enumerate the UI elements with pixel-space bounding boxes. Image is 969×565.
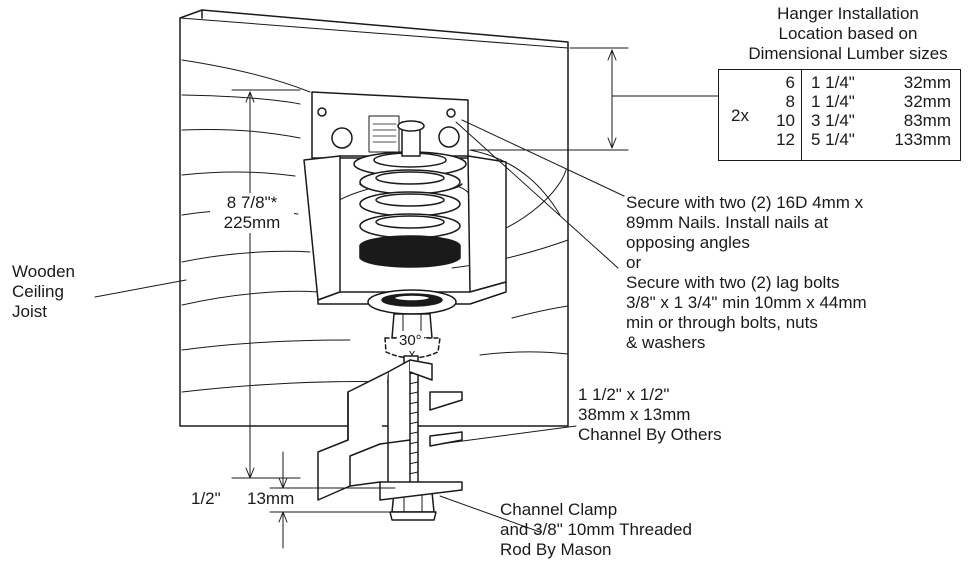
table-cell-mm: 32mm — [903, 92, 951, 111]
nails-line: or — [626, 253, 642, 272]
height-mm: 225mm — [223, 213, 281, 232]
lumber-size-column: 6 8 10 12 — [763, 73, 795, 149]
table-title-line: Location based on — [778, 24, 918, 43]
spring — [353, 120, 467, 268]
nails-line: 89mm Nails. Install nails at — [626, 213, 829, 232]
table-cell-mm: 133mm — [894, 130, 951, 149]
table-cell-lumber: 6 — [785, 73, 795, 92]
hanger-bracket — [303, 91, 507, 305]
lumber-size-table: 2x 6 8 10 12 1 1/4" 1 1/4" 3 1/4" 5 1/4"… — [718, 69, 961, 161]
table-multiplier: 2x — [731, 106, 749, 125]
gap-mm-label: 13mm — [247, 489, 295, 508]
nails-line: 3/8" x 1 3/4" min 10mm x 44mm — [626, 293, 867, 312]
channel-line: 38mm x 13mm — [578, 405, 691, 424]
gap-dimension — [269, 451, 396, 549]
height-inch: 8 7/8"* — [226, 193, 278, 212]
leader-lines — [94, 119, 625, 533]
nails-line: min or through bolts, nuts — [626, 313, 818, 332]
table-cell-mm: 83mm — [903, 111, 951, 130]
table-title-line: Dimensional Lumber sizes — [748, 44, 948, 63]
joist-label-line: Joist — [12, 302, 47, 321]
channel-line: 1 1/2" x 1/2" — [578, 385, 670, 404]
nails-label: Secure with two (2) 16D 4mm x 89mm Nails… — [626, 193, 867, 353]
table-divider — [801, 70, 802, 160]
nails-line: Secure with two (2) lag bolts — [626, 273, 840, 292]
joist-label: Wooden Ceiling Joist — [12, 262, 75, 322]
table-cell-lumber: 10 — [776, 111, 795, 130]
table-cell-mm: 32mm — [903, 73, 951, 92]
table-cell-inch: 3 1/4" — [811, 111, 855, 130]
channel-line: Channel By Others — [578, 425, 722, 444]
table-cell-inch: 5 1/4" — [811, 130, 855, 149]
table-title-line: Hanger Installation — [777, 4, 919, 23]
hanger-location-dimension — [469, 47, 719, 151]
mm-column: 32mm 32mm 83mm 133mm — [887, 73, 951, 149]
joist-label-line: Ceiling — [12, 282, 64, 301]
channel-clamp — [317, 359, 463, 501]
nails-line: & washers — [626, 333, 706, 352]
height-label: 8 7/8"* 225mm — [210, 193, 294, 233]
table-cell-lumber: 12 — [776, 130, 795, 149]
table-cell-inch: 1 1/4" — [811, 92, 855, 111]
joist-label-line: Wooden — [12, 262, 76, 281]
inch-column: 1 1/4" 1 1/4" 3 1/4" 5 1/4" — [811, 73, 855, 149]
clamp-line: and 3/8" 10mm Threaded — [500, 520, 692, 539]
height-dimension — [231, 89, 301, 479]
table-cell-lumber: 8 — [785, 92, 795, 111]
table-cell-inch: 1 1/4" — [811, 73, 855, 92]
clamp-line: Channel Clamp — [500, 500, 618, 519]
table-title: Hanger Installation Location based on Di… — [728, 4, 968, 64]
clamp-line: Rod By Mason — [500, 540, 612, 559]
nails-line: Secure with two (2) 16D 4mm x — [626, 193, 864, 212]
angle-label: 30° — [397, 331, 424, 351]
nails-line: opposing angles — [626, 233, 750, 252]
channel-label: 1 1/2" x 1/2" 38mm x 13mm Channel By Oth… — [578, 385, 722, 445]
clamp-label: Channel Clamp and 3/8" 10mm Threaded Rod… — [500, 500, 692, 560]
gap-inch-label: 1/2" — [191, 489, 221, 508]
